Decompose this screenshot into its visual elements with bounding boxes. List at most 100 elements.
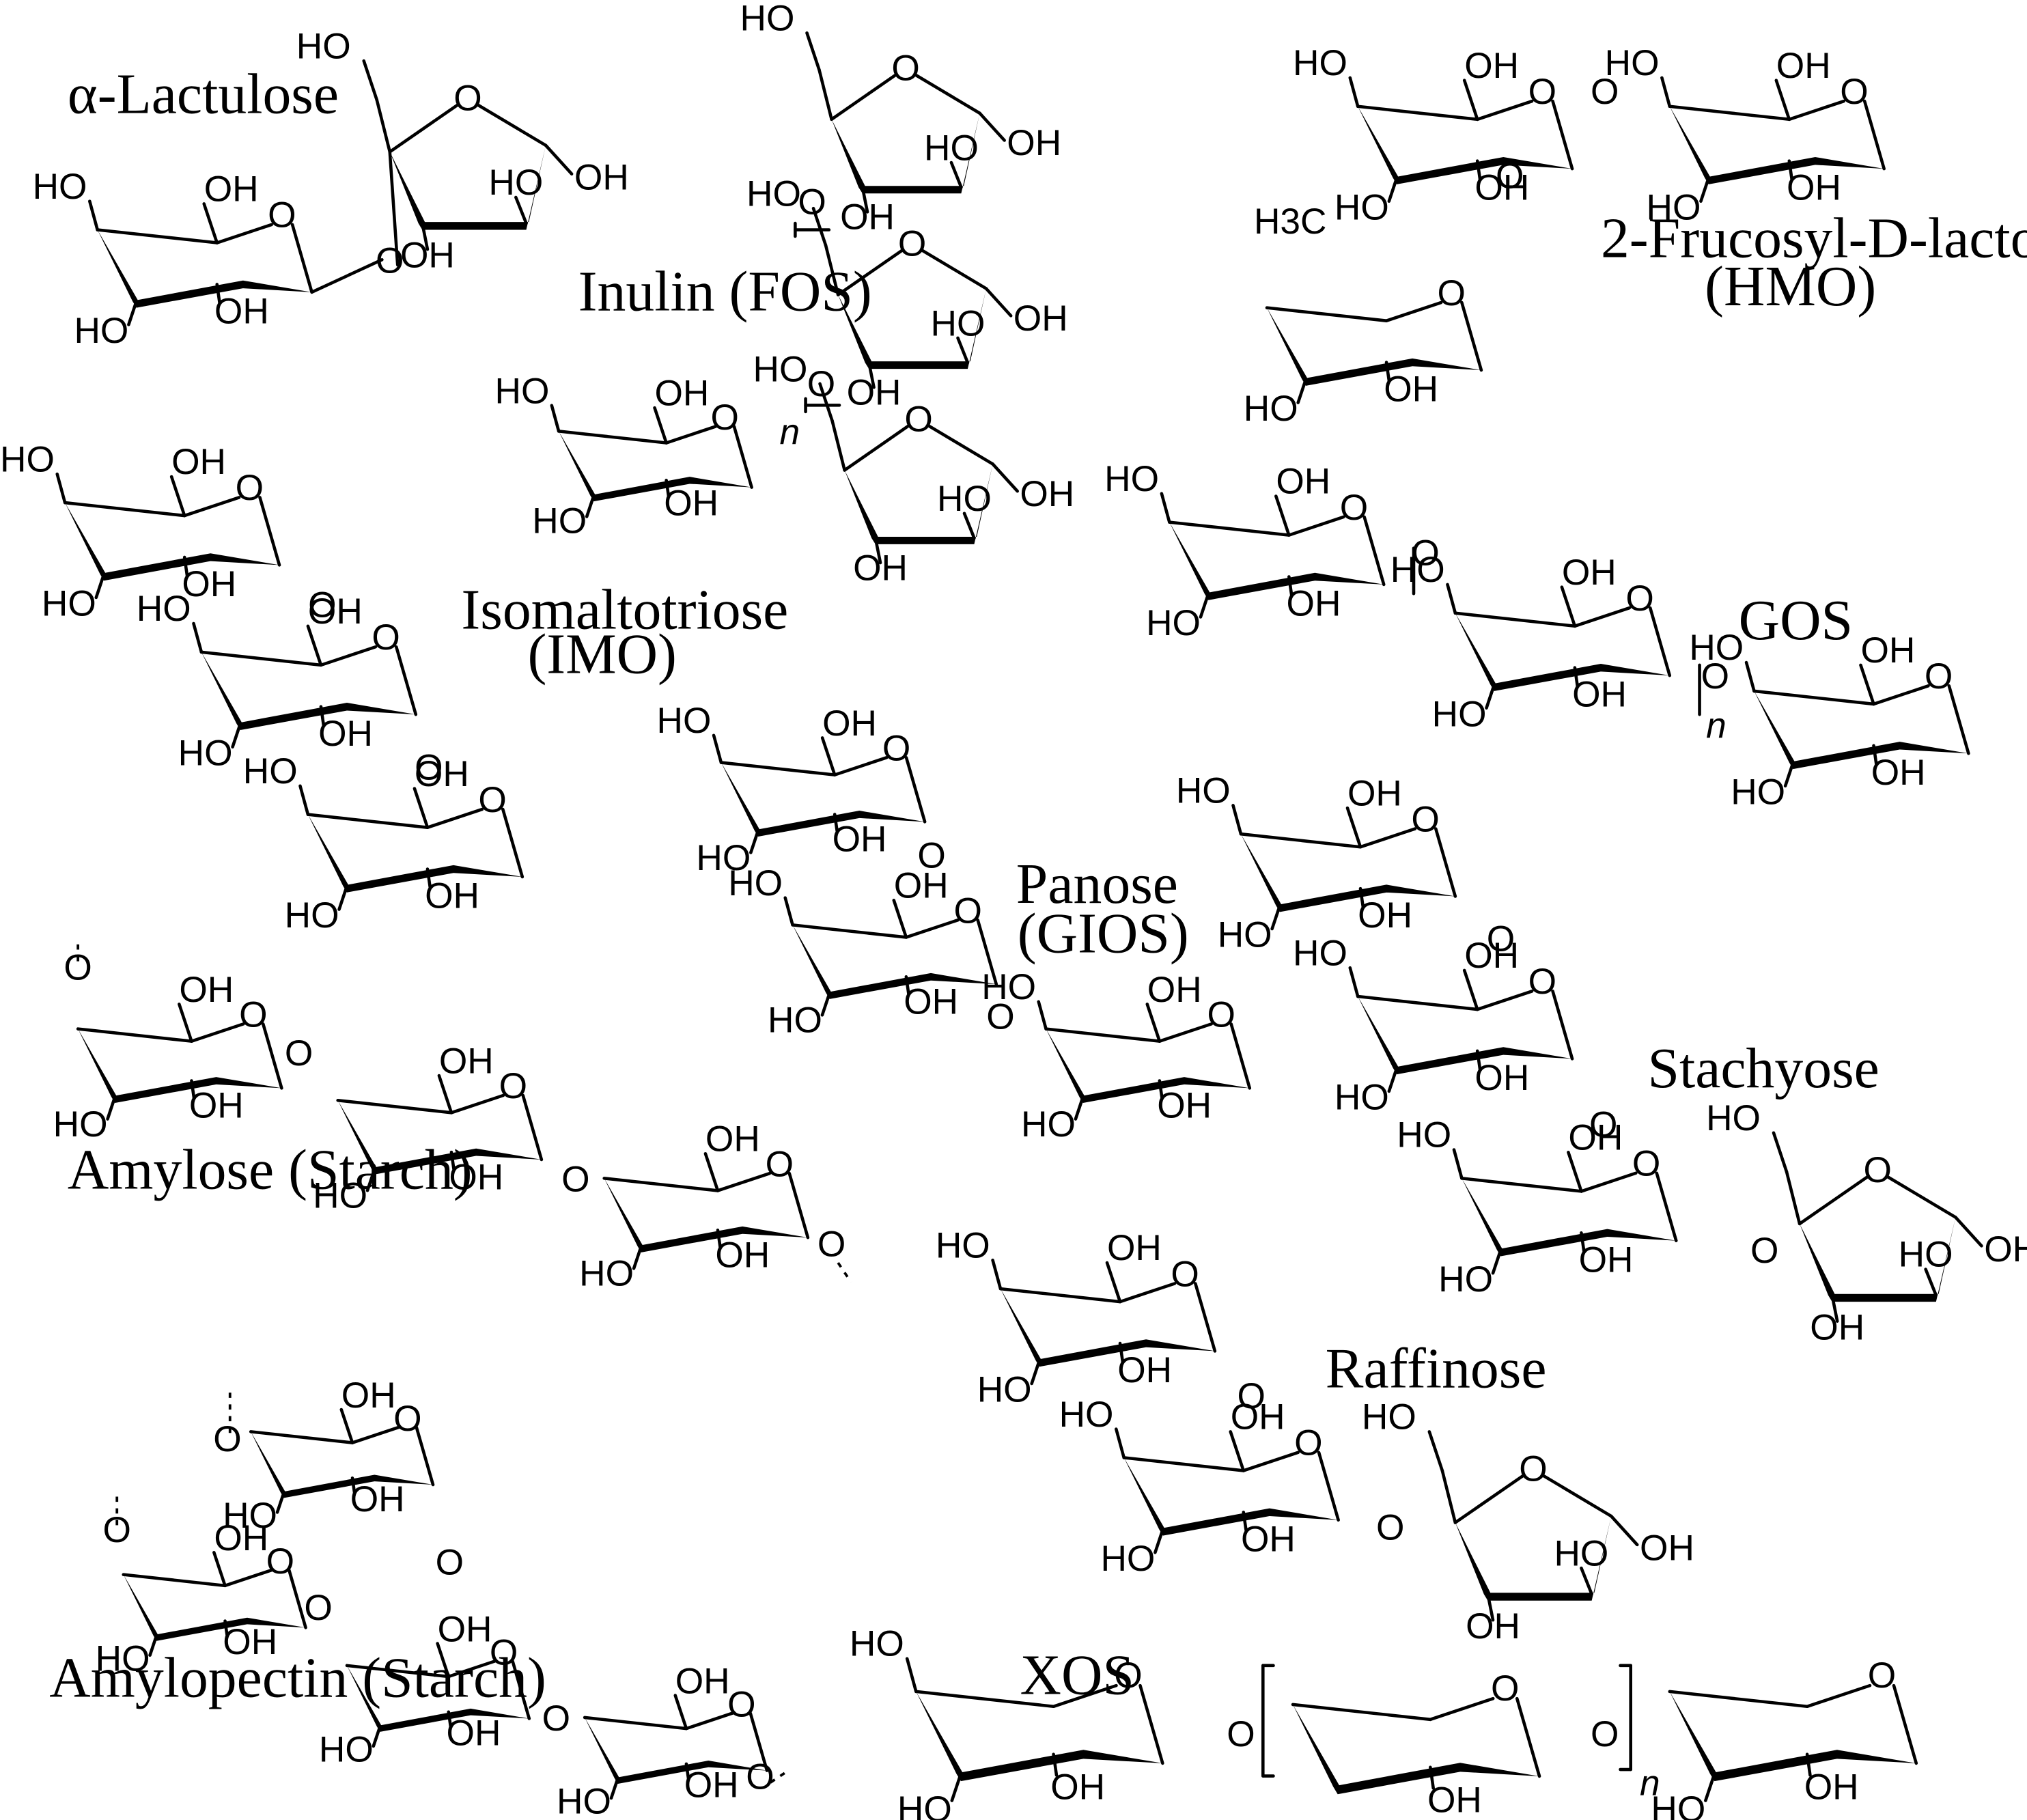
atom-label: O	[308, 585, 336, 625]
bond-line	[1429, 1765, 1436, 1790]
bond-line	[1787, 99, 1846, 122]
bond-line	[1453, 1474, 1525, 1524]
atom-label: OH	[840, 197, 895, 238]
atom-label: HO	[924, 128, 979, 168]
bond-line	[1384, 361, 1391, 382]
atom-label: HO	[746, 174, 801, 214]
bond-line	[87, 199, 99, 232]
atom-label: O	[766, 1144, 794, 1184]
bond-line	[190, 1022, 245, 1043]
atom-label: HO	[1218, 915, 1272, 955]
ring-front-edge	[916, 1691, 1163, 1782]
bond-line	[1752, 689, 1875, 706]
atom-label: HO	[1397, 1115, 1451, 1156]
bond-line	[1158, 1022, 1214, 1043]
atom-label: O	[1591, 72, 1619, 112]
bond-line	[215, 283, 221, 305]
bond-line	[511, 1660, 531, 1720]
atom-label: O	[986, 997, 1014, 1037]
bond-line	[1783, 761, 1795, 788]
bond-line	[557, 430, 668, 445]
atom-label: O	[103, 1510, 131, 1550]
ring-front-edge	[1240, 834, 1455, 912]
bond-line	[1668, 1690, 1809, 1709]
bond-line	[375, 98, 392, 154]
bond-line	[350, 1476, 357, 1496]
bond-line	[1242, 1451, 1300, 1472]
atom-label: O	[213, 1419, 241, 1459]
bond-line	[1229, 1430, 1246, 1472]
xos-xylose-repeat: OOH	[1291, 1668, 1541, 1820]
bond-line	[1486, 1592, 1495, 1622]
ring-front-edge	[1267, 307, 1481, 386]
bond-line	[288, 1568, 307, 1629]
ring-front-edge	[1455, 613, 1670, 691]
bond-line	[310, 257, 384, 294]
bond-line	[1440, 1469, 1457, 1524]
bond-line	[1291, 1703, 1432, 1722]
atom-label: O	[1868, 1655, 1896, 1696]
atom-label: O	[376, 240, 404, 281]
atom-label: OH	[1568, 1118, 1623, 1158]
bond-line	[1580, 1566, 1593, 1596]
atom-label: HO	[0, 439, 55, 479]
bond-line	[1491, 1248, 1502, 1275]
atom-label: HO	[1432, 694, 1487, 734]
atom-label: O	[1294, 1423, 1322, 1464]
atom-label: HO	[1438, 1259, 1493, 1300]
atom-label: O	[1840, 72, 1868, 112]
label-inulin: Inulin (FOS)	[578, 260, 872, 323]
atom-label: HO	[1651, 1789, 1705, 1820]
bond-line	[122, 1573, 227, 1588]
bond-line	[365, 1166, 377, 1192]
bond-line	[1348, 966, 1360, 998]
bond-line	[962, 512, 976, 540]
atom-label: O	[1487, 919, 1515, 959]
atom-label: HO	[1647, 187, 1701, 227]
bond-line	[1115, 1427, 1126, 1459]
atom-label: OH	[675, 1661, 730, 1701]
bond-line	[820, 736, 837, 776]
bond-line	[339, 1408, 354, 1444]
ring-front-edge	[1046, 1028, 1250, 1104]
bond-line	[1052, 1683, 1118, 1709]
atom-label: OH	[705, 1119, 760, 1160]
bond-line	[1158, 1079, 1164, 1100]
label-amylose: Amylose (Starch)	[68, 1138, 473, 1202]
bond-line	[421, 221, 430, 251]
bond-line	[425, 867, 432, 889]
bond-line	[732, 425, 753, 489]
bond-line	[811, 206, 828, 247]
bond-line	[787, 1171, 810, 1240]
bond-line	[1168, 520, 1291, 537]
bond-line	[258, 496, 281, 567]
bond-line	[336, 1098, 453, 1115]
atom-label: OH	[833, 820, 887, 860]
atom-label: O	[1171, 1254, 1199, 1294]
atom-label: OH	[1474, 168, 1529, 208]
ring-front-edge	[346, 1665, 529, 1732]
ring-front-edge	[585, 1717, 767, 1784]
atom-label: OH	[1147, 970, 1202, 1010]
bond-line	[1270, 904, 1282, 931]
bond-line	[824, 244, 840, 296]
bond-line	[1345, 806, 1362, 849]
ring-front-edge	[1358, 996, 1573, 1075]
bond-line	[199, 650, 323, 667]
bond-line	[76, 1027, 193, 1043]
bond-line	[1356, 104, 1479, 122]
bond-line	[684, 1762, 690, 1781]
bond-line	[96, 228, 219, 244]
bond-line	[1551, 99, 1574, 171]
atom-label: HO	[96, 1638, 150, 1679]
bond-line	[991, 462, 1019, 493]
atom-label: OH	[1871, 753, 1926, 793]
bond-line	[1567, 1151, 1583, 1193]
atom-label: HO	[1362, 1397, 1416, 1438]
atom-label: H3C	[1254, 201, 1327, 242]
atom-label: OH	[1007, 123, 1061, 163]
label-stachyose: Stachyose	[1647, 1037, 1879, 1100]
atom-label: OH	[308, 591, 363, 632]
bond-line	[413, 787, 430, 829]
